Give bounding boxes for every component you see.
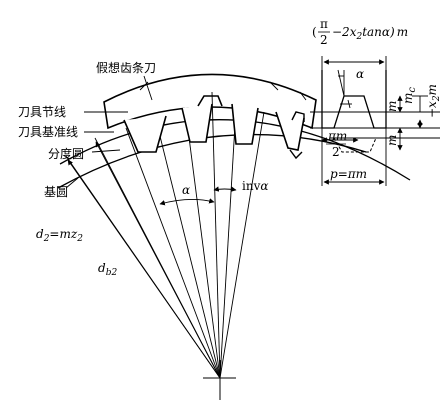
label-inv-alpha: invα: [242, 179, 268, 193]
pitch-circle-arc: [59, 119, 411, 181]
radius-line-3: [125, 127, 221, 379]
label-base-circle: 基圆: [44, 185, 68, 199]
radius-line-6: [211, 91, 221, 379]
cutter-tooth-3: [231, 103, 259, 145]
label-m-lower: m: [385, 135, 399, 146]
cutter-tooth-2: [181, 103, 213, 143]
label-pitch-line: 刀具节线: [18, 105, 66, 119]
label-pi-m: πm: [327, 129, 347, 143]
gear-tooth-right: [291, 111, 305, 122]
label-d2: d2=mz2: [36, 227, 83, 244]
radius-line-5: [185, 113, 221, 379]
label-rack-cutter: 假想齿条刀: [96, 60, 156, 75]
leader-pitch-circle: [91, 149, 121, 153]
leader-base-circle: [65, 177, 79, 189]
alpha-leg-1: [337, 69, 345, 97]
label-two: 2: [332, 145, 340, 159]
right-vertical-dimensions: [397, 95, 428, 151]
cutter-tooth-4: [275, 111, 305, 151]
top-dimension: [321, 56, 387, 70]
radius-line-4: [155, 119, 221, 379]
rack-profile-detail: [321, 69, 387, 153]
radius-line-7: [219, 107, 237, 379]
profile-tick-2: [347, 99, 351, 109]
rack-cutter-hatch: [139, 81, 307, 101]
leader-rack-cutter: [143, 75, 153, 101]
alpha-angle-arc: [159, 198, 215, 206]
rack-profile-line: [321, 70, 387, 129]
gear-tooth-right-2: [289, 149, 303, 160]
cutter-teeth: [123, 103, 305, 153]
pitch-dimension: [321, 128, 387, 186]
gear-tooth-center: [197, 95, 223, 107]
label-db2: db2: [98, 261, 117, 278]
label-x2m: −x2m: [425, 84, 442, 118]
label-alpha: α: [182, 183, 190, 197]
rack-cutter-outline: [103, 73, 317, 130]
label-top-expr: −2x2tanα)m: [332, 25, 408, 42]
label-mc: mc: [401, 87, 418, 104]
db2-arrow: [95, 141, 221, 379]
label-top-open: (: [312, 25, 317, 39]
radius-line-8: [219, 111, 265, 379]
d2-arrow: [67, 159, 221, 379]
cutter-tooth-1: [123, 115, 167, 153]
inv-alpha-arc: [213, 186, 237, 192]
label-alpha-top: α: [356, 67, 364, 81]
label-m-upper: m: [385, 101, 399, 112]
label-datum-line: 刀具基准线: [18, 125, 78, 139]
leader-lines: [65, 75, 153, 189]
label-top-pi: π: [320, 17, 328, 31]
rack-dashed-profile: [333, 137, 377, 153]
label-top-two: 2: [320, 33, 328, 47]
label-pitch-circle: 分度圆: [48, 146, 84, 161]
label-p: p=πm: [330, 167, 367, 181]
